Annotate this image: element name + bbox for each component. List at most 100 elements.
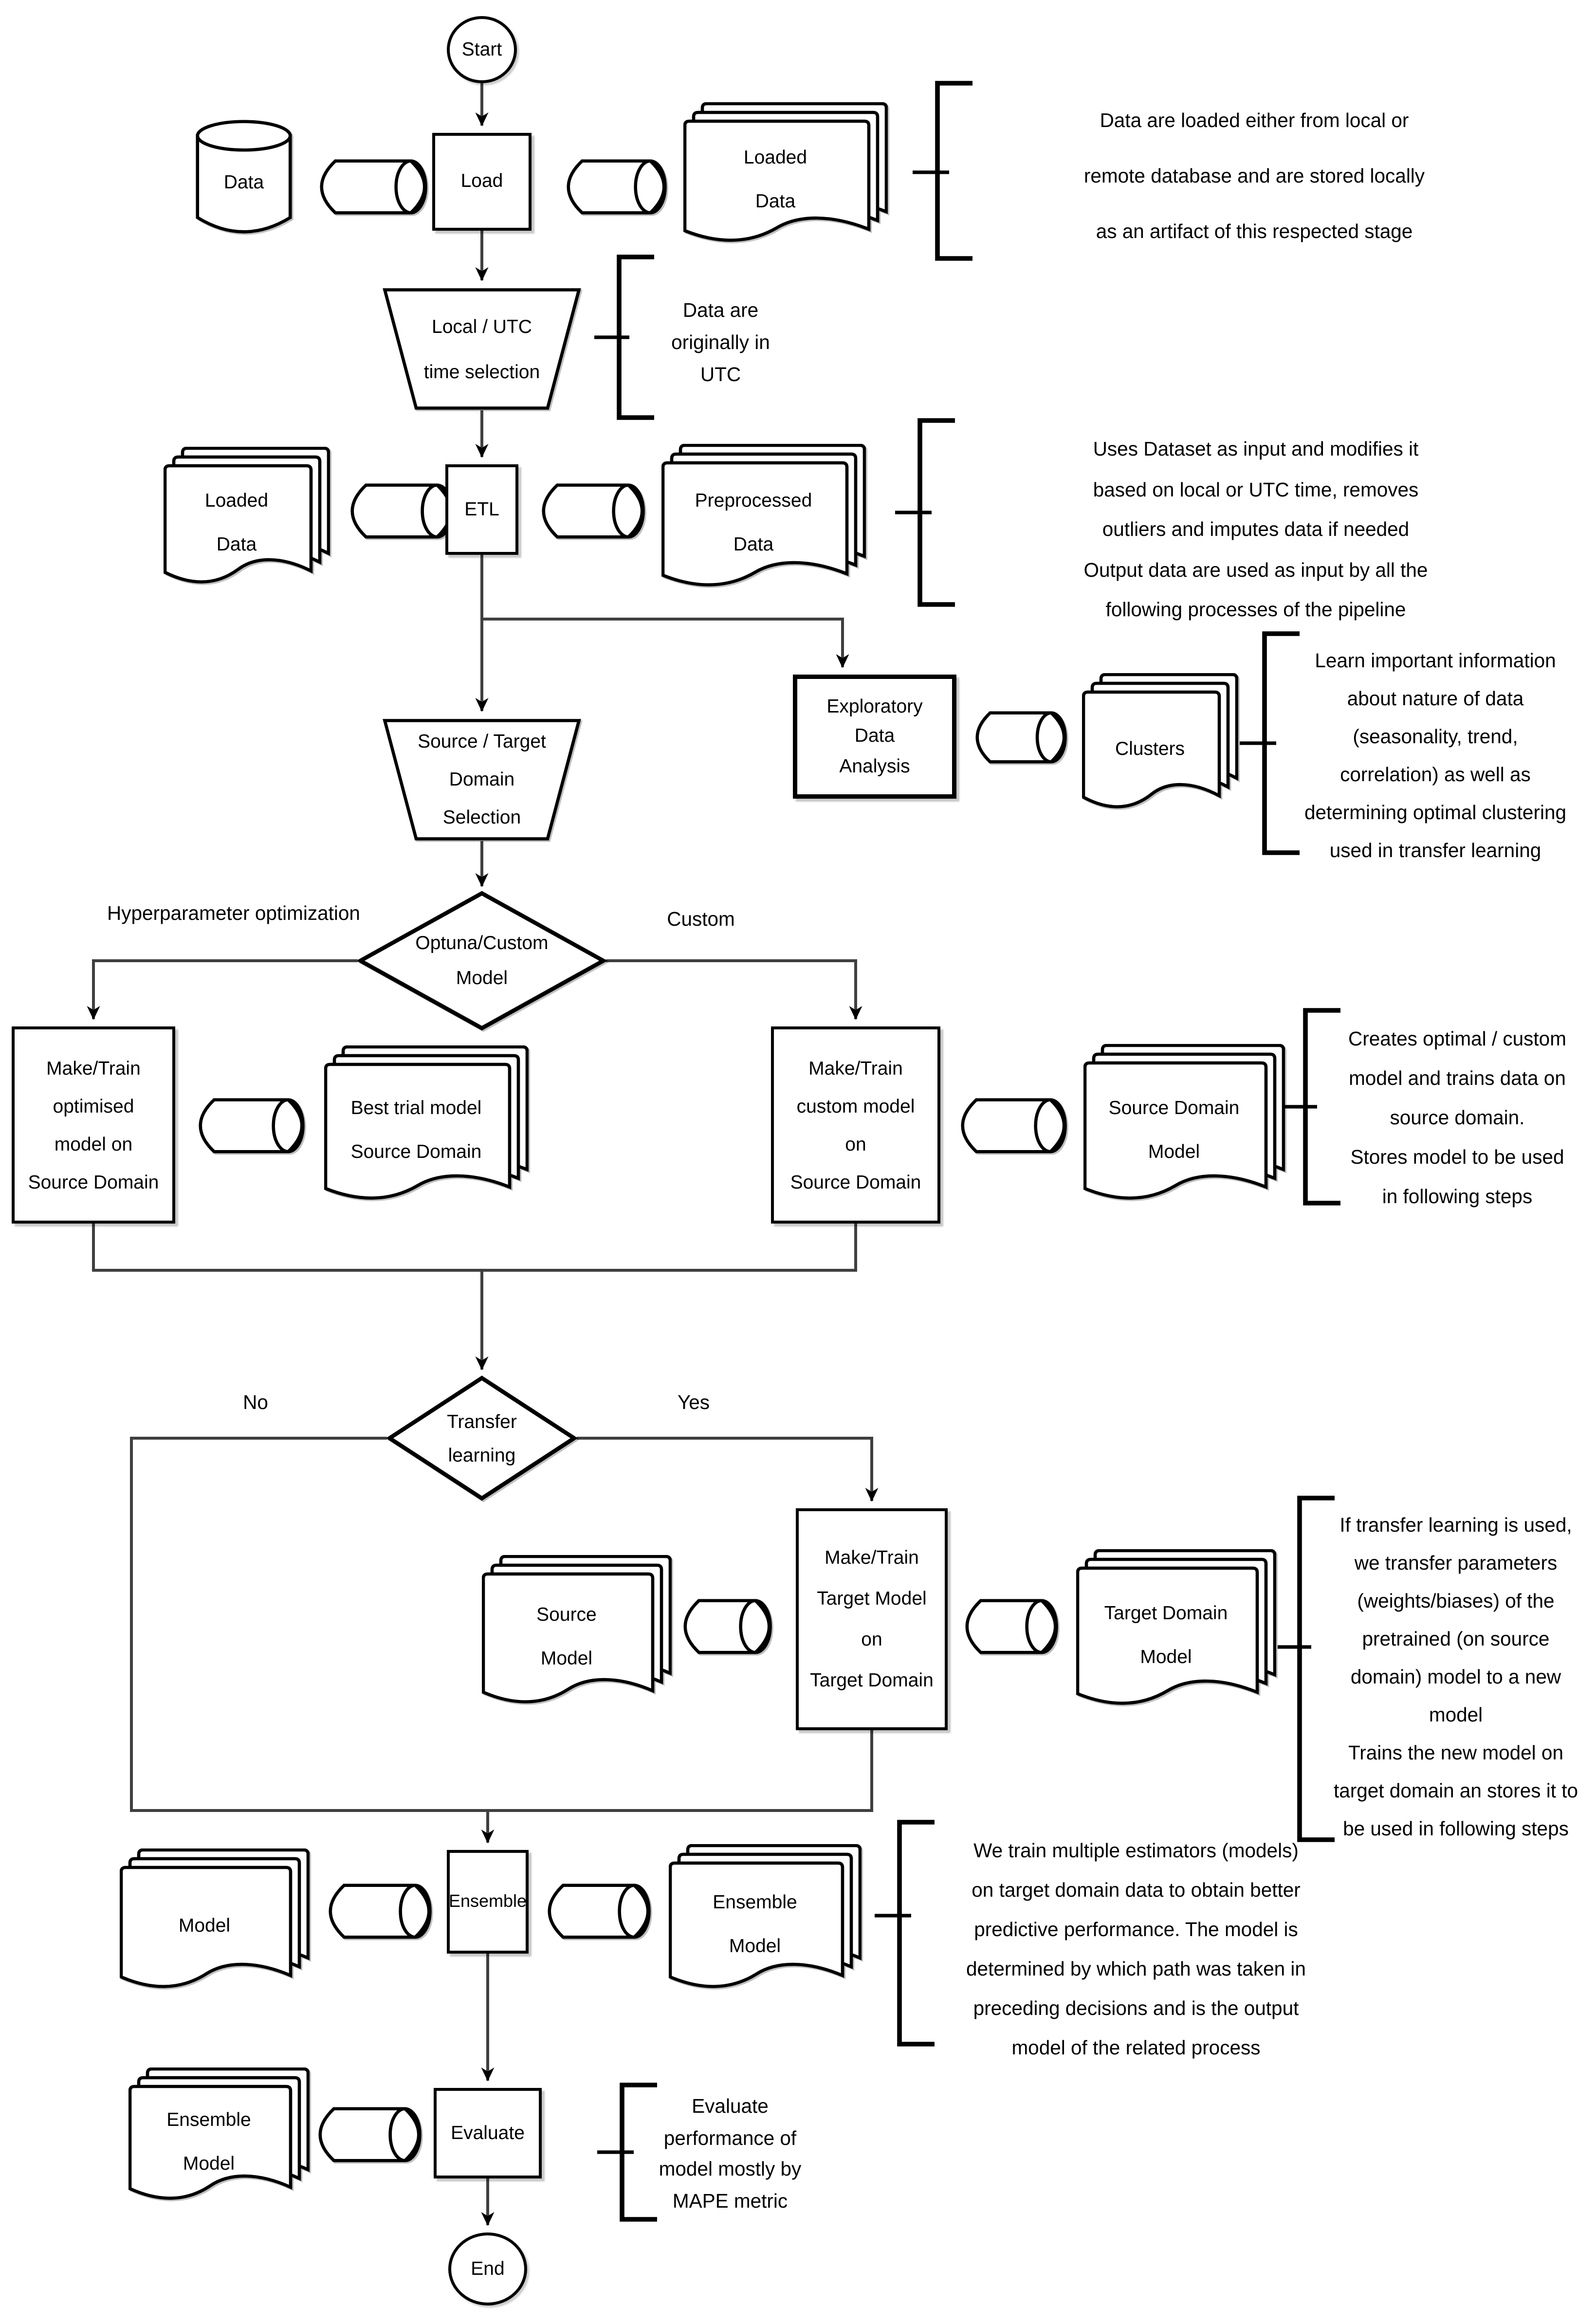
- note-etl: Uses Dataset as input and modifies it ba…: [1083, 438, 1428, 621]
- edge-label-hyperparameter: Hyperparameter optimization: [107, 902, 360, 924]
- clusters-label: Clusters: [1115, 736, 1185, 759]
- make-train-custom-box: Make/Train custom model on Source Domain: [771, 1026, 940, 1224]
- evaluate-label: Evaluate: [451, 2121, 525, 2143]
- edge-label-yes: Yes: [677, 1391, 710, 1413]
- loaded-data-2-documents: Loaded Data: [164, 447, 330, 584]
- doc-shape: [1076, 1549, 1276, 1705]
- evaluate-process-box: Evaluate: [434, 2088, 542, 2178]
- etl-process-box: ETL: [445, 464, 518, 555]
- ensemble-process-box: Ensemble: [447, 1850, 529, 1954]
- pipe-shape: [199, 1098, 305, 1153]
- doc-shape: [669, 1844, 862, 1988]
- pipe-shape: [683, 1599, 772, 1654]
- make-train-custom-label: Make/Train custom model on Source Domain: [790, 1056, 921, 1192]
- note-evaluate: Evaluate performance of model mostly by …: [659, 2095, 802, 2212]
- cyl-shape: [196, 120, 292, 234]
- pipe-shape: [975, 711, 1067, 764]
- model-documents: Model: [120, 1848, 310, 1988]
- pipe-shape: [329, 1884, 432, 1939]
- note-eda: Learn important information about nature…: [1304, 650, 1567, 861]
- transfer-decision-diamond: Transfer learning: [387, 1375, 578, 1501]
- preprocessed-data-label: Preprocessed Data: [695, 489, 812, 555]
- note-load: Data are loaded either from local or rem…: [1083, 110, 1425, 242]
- pipe-custom-to-source-model-icon: [961, 1098, 1067, 1153]
- source-model-documents: Source Model: [482, 1555, 672, 1703]
- ensemble-model-documents: Ensemble Model: [669, 1844, 862, 1988]
- make-train-optimised-box: Make/Train optimised model on Source Dom…: [12, 1026, 175, 1224]
- target-domain-model-documents: Target Domain Model: [1076, 1549, 1276, 1705]
- annotation-bracket: [594, 81, 1340, 2222]
- doc-shape: [683, 102, 888, 242]
- source-domain-model-label: Source Domain Model: [1108, 1096, 1240, 1162]
- model-label: Model: [178, 1914, 231, 1937]
- diamond-shape: [358, 891, 608, 1031]
- pipe-shape: [318, 2107, 422, 2162]
- edge-label-custom: Custom: [667, 908, 735, 930]
- ensemble-label: Ensemble: [448, 1891, 527, 1912]
- ensemble-model-2-label: Ensemble Model: [166, 2107, 251, 2174]
- end-label: End: [471, 2256, 505, 2279]
- doc-shape: [482, 1555, 672, 1703]
- pipe-load-to-loaded-data-icon: [567, 159, 667, 215]
- make-train-target-label: Make/Train Target Model on Target Domain: [810, 1546, 934, 1691]
- pipe-shape: [965, 1599, 1058, 1654]
- make-train-optimised-label: Make/Train optimised model on Source Dom…: [28, 1056, 159, 1192]
- pipe-target-to-target-model-icon: [965, 1599, 1058, 1654]
- note-transfer: If transfer learning is used, we transfe…: [1333, 1514, 1578, 1840]
- data-database-cylinder: Data: [196, 120, 292, 234]
- pipe-eda-to-clusters-icon: [975, 711, 1067, 764]
- pipe-source-model-to-target-icon: [683, 1599, 772, 1654]
- pipe-shape: [567, 159, 667, 215]
- time-selection-label: Local / UTC time selection: [423, 315, 540, 383]
- pipe-data-to-load-icon: [320, 159, 427, 215]
- load-label: Load: [460, 169, 503, 192]
- source-model-label: Source Model: [536, 1603, 597, 1669]
- target-domain-model-label: Target Domain Model: [1104, 1601, 1228, 1667]
- eda-label: Exploratory Data Analysis: [826, 695, 923, 776]
- pipe-optimised-to-best-trial-icon: [199, 1098, 305, 1153]
- loaded-data-documents: Loaded Data: [683, 102, 888, 242]
- pipe-shape: [542, 483, 645, 539]
- pipe-model-to-ensemble-icon: [329, 1884, 432, 1939]
- optuna-decision-label: Optuna/Custom Model: [415, 931, 549, 988]
- end-terminator: End: [448, 2232, 527, 2305]
- domain-selection-label: Source / Target Domain Selection: [418, 730, 546, 828]
- pipe-ensemble-model-to-evaluate-icon: [318, 2107, 422, 2162]
- edge-label-no: No: [243, 1391, 268, 1413]
- source-domain-model-documents: Source Domain Model: [1083, 1044, 1285, 1200]
- best-trial-model-documents: Best trial model Source Domain: [324, 1045, 529, 1200]
- etl-label: ETL: [464, 497, 499, 519]
- load-process-box: Load: [432, 133, 532, 231]
- time-selection-trapezoid: Local / UTC time selection: [383, 288, 581, 410]
- note-source: Creates optimal / custom model and train…: [1348, 1028, 1566, 1207]
- make-train-target-box: Make/Train Target Model on Target Domain: [796, 1508, 948, 1730]
- note-ensemble: We train multiple estimators (models) on…: [966, 1840, 1306, 2059]
- optuna-decision-diamond: Optuna/Custom Model: [358, 891, 608, 1031]
- loaded-data-2-label: Loaded Data: [204, 489, 269, 555]
- pipe-etl-to-preprocessed-icon: [542, 483, 645, 539]
- doc-shape: [661, 444, 866, 586]
- pipe-ensemble-to-ensemble-model-icon: [548, 1884, 651, 1939]
- start-terminator: Start: [447, 16, 517, 83]
- data-database-label: Data: [223, 170, 264, 192]
- diamond-shape: [387, 1375, 578, 1501]
- clusters-documents: Clusters: [1082, 673, 1238, 808]
- eda-process-box: Exploratory Data Analysis: [793, 675, 956, 799]
- pipe-shape: [320, 159, 427, 215]
- ensemble-model-2-documents: Ensemble Model: [128, 2067, 310, 2200]
- doc-shape: [1082, 673, 1238, 808]
- pipe-loaded-to-etl-icon: [350, 483, 454, 539]
- loaded-data-label: Loaded Data: [743, 146, 807, 212]
- doc-shape: [164, 447, 330, 584]
- pipe-shape: [548, 1884, 651, 1939]
- transfer-decision-label: Transfer learning: [447, 1409, 517, 1466]
- doc-shape: [324, 1045, 529, 1200]
- note-utc: Data are originally in UTC: [671, 299, 770, 385]
- doc-shape: [128, 2067, 310, 2200]
- pipe-shape: [350, 483, 454, 539]
- best-trial-model-label: Best trial model Source Domain: [350, 1097, 482, 1162]
- doc-shape: [120, 1848, 310, 1988]
- trap-shape: [383, 719, 581, 841]
